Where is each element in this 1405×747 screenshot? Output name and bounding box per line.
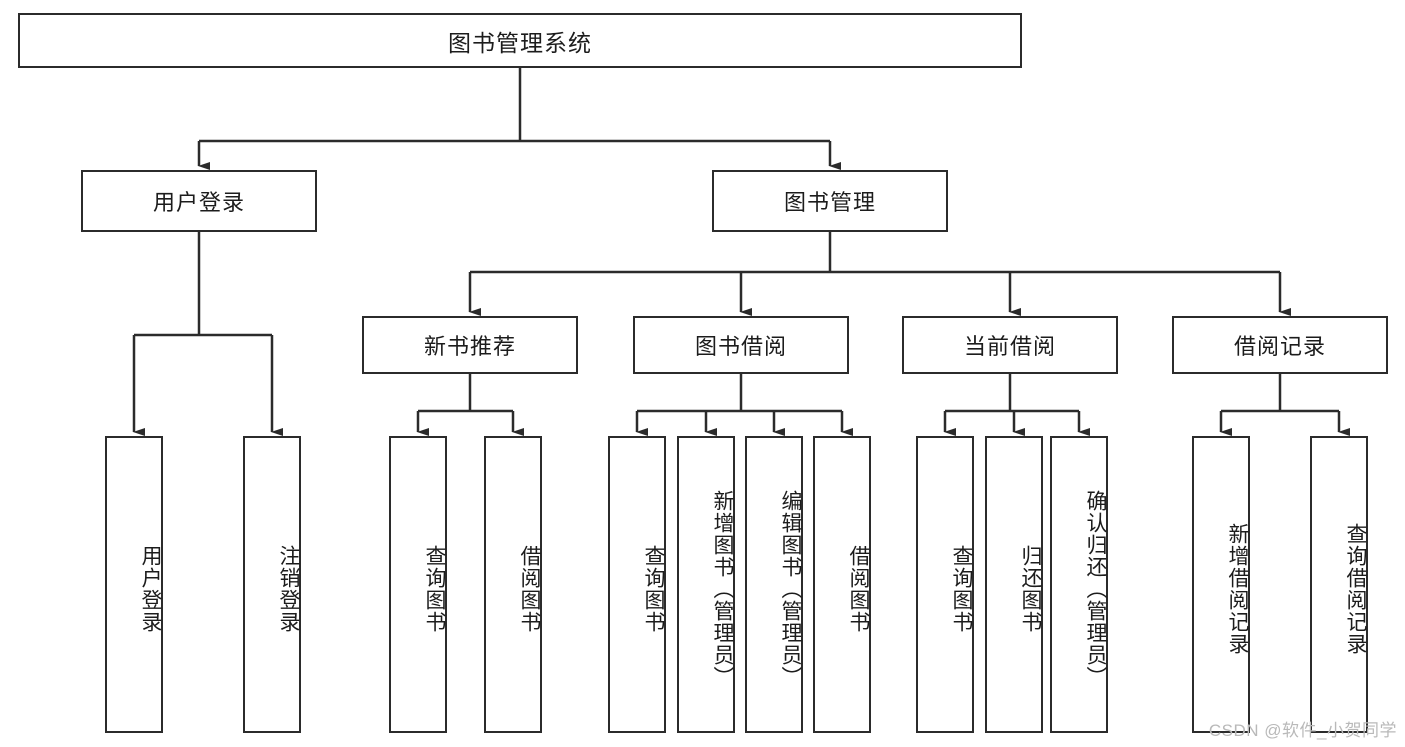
node-label: 确认归还（管理员）	[1084, 489, 1107, 688]
node-label: 当前借阅	[963, 334, 1056, 359]
node-book-borrow[interactable]: 图书借阅	[633, 316, 849, 374]
node-leaf-query-record[interactable]: 查询借阅记录	[1310, 436, 1368, 733]
watermark-label: CSDN @软件_小贺同学	[1208, 721, 1397, 740]
node-label: 查询图书	[423, 544, 446, 633]
node-label: 借阅图书	[518, 544, 541, 633]
node-leaf-add-record[interactable]: 新增借阅记录	[1192, 436, 1250, 733]
node-label: 图书管理	[783, 190, 876, 215]
node-leaf-logout[interactable]: 注销登录	[243, 436, 301, 733]
node-leaf-add-book[interactable]: 新增图书（管理员）	[677, 436, 735, 733]
node-leaf-borrow-book[interactable]: 借阅图书	[813, 436, 871, 733]
node-label: 新增借阅记录	[1226, 522, 1249, 655]
node-leaf-confirm-return[interactable]: 确认归还（管理员）	[1050, 436, 1108, 733]
node-label: 用户登录	[139, 544, 162, 633]
node-leaf-user-login[interactable]: 用户登录	[105, 436, 163, 733]
node-label: 新书推荐	[423, 334, 516, 359]
node-label: 查询借阅记录	[1344, 522, 1367, 655]
node-label: 图书借阅	[694, 334, 787, 359]
node-leaf-edit-book[interactable]: 编辑图书（管理员）	[745, 436, 803, 733]
node-borrow-record[interactable]: 借阅记录	[1172, 316, 1388, 374]
node-label: 查询图书	[950, 544, 973, 633]
node-label: 借阅记录	[1233, 334, 1326, 359]
node-label: 归还图书	[1019, 544, 1042, 633]
node-label: 用户登录	[152, 190, 245, 215]
node-leaf-borrow-book-rec[interactable]: 借阅图书	[484, 436, 542, 733]
node-leaf-query-book[interactable]: 查询图书	[608, 436, 666, 733]
node-label: 新增图书（管理员）	[711, 489, 734, 688]
node-label: 查询图书	[642, 544, 665, 633]
node-new-book-rec[interactable]: 新书推荐	[362, 316, 578, 374]
node-user-login[interactable]: 用户登录	[81, 170, 317, 232]
node-root[interactable]: 图书管理系统	[18, 13, 1022, 68]
node-current-borrow[interactable]: 当前借阅	[902, 316, 1118, 374]
node-leaf-query-book-cur[interactable]: 查询图书	[916, 436, 974, 733]
node-book-manage[interactable]: 图书管理	[712, 170, 948, 232]
node-label: 编辑图书（管理员）	[779, 489, 802, 688]
node-label: 注销登录	[277, 544, 300, 633]
node-label: 图书管理系统	[448, 29, 592, 56]
node-leaf-return-book[interactable]: 归还图书	[985, 436, 1043, 733]
node-leaf-query-book-rec[interactable]: 查询图书	[389, 436, 447, 733]
node-label: 借阅图书	[847, 544, 870, 633]
